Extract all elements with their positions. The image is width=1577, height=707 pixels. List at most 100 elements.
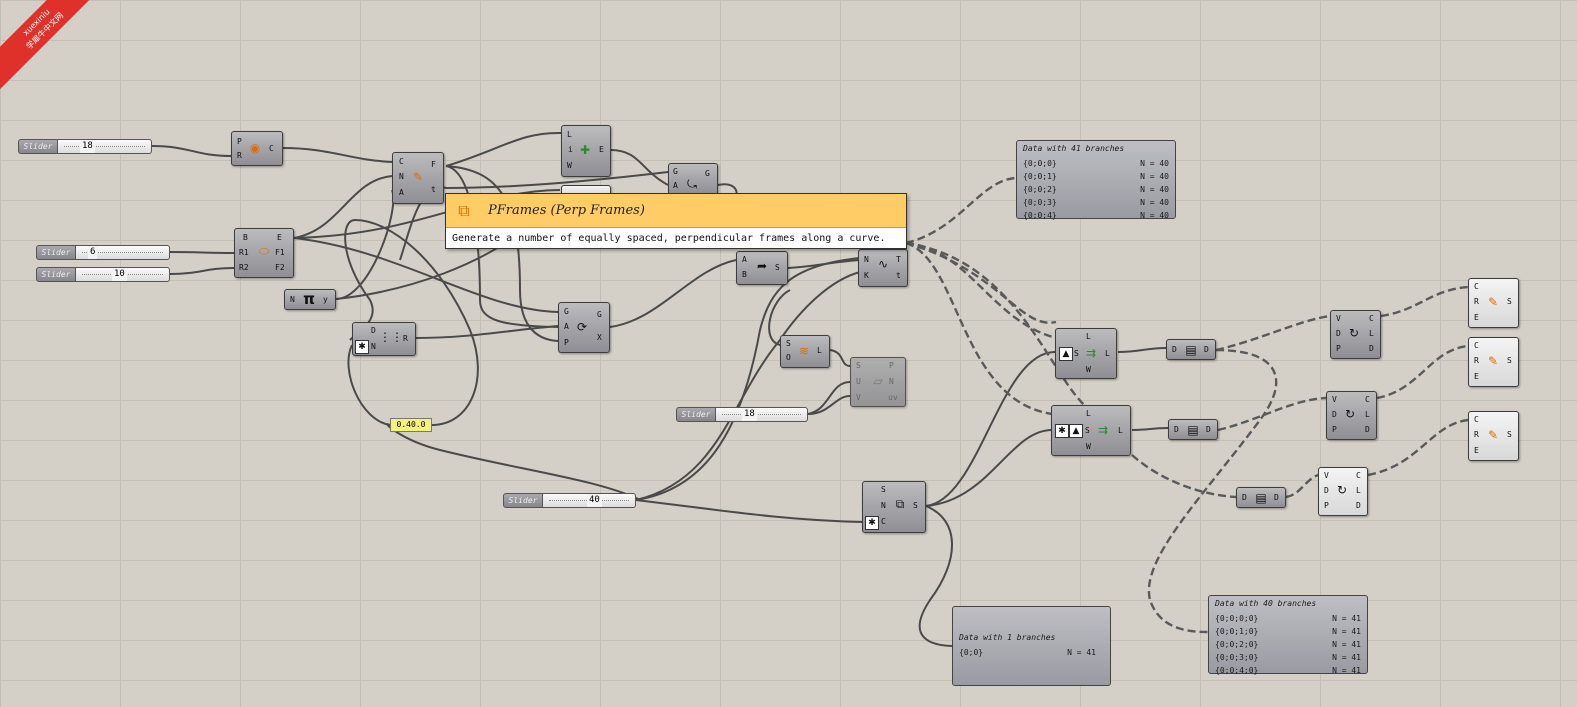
output-pin: D: [1274, 493, 1279, 502]
pframes-component[interactable]: C N A ✎ F t: [392, 152, 444, 204]
output-pin: y: [323, 295, 328, 304]
output-pin: L: [1118, 426, 1123, 435]
input-pin: V: [856, 393, 861, 402]
loft-component-2[interactable]: L ✱ ▲ S W ⇉ L: [1051, 405, 1131, 456]
pipe-icon: ✎: [1487, 428, 1499, 442]
input-pin: N: [864, 255, 869, 264]
orient-component[interactable]: G A ⤿ G: [668, 163, 718, 195]
output-pin: L: [1369, 329, 1374, 338]
input-pin: R1: [239, 248, 249, 257]
input-pin: C: [399, 157, 404, 166]
input-pin: N: [290, 295, 295, 304]
slider-track[interactable]: 18: [716, 407, 808, 422]
series-component[interactable]: D N ✱ ⋮⋮ R: [352, 322, 416, 356]
data-panel-40-branches[interactable]: Data with 40 branches {0;0;0;0}N = 41 {0…: [1208, 595, 1368, 675]
number-slider-1[interactable]: Slider 18: [18, 139, 152, 154]
number-slider-3[interactable]: Slider 10: [36, 267, 170, 282]
input-pin: G: [564, 307, 569, 316]
branch-path: {0;0;1}: [1023, 172, 1057, 181]
sweep-icon: ➦: [756, 259, 768, 273]
output-pin: uv: [888, 393, 898, 402]
branch-path: {0;0;2}: [1023, 185, 1057, 194]
data-panel-1-branch[interactable]: Data with 1 branches {0;0}N = 41: [952, 606, 1111, 686]
data-panel-41-branches[interactable]: Data with 41 branches {0;0;0}N = 40 {0;0…: [1016, 140, 1176, 220]
branch-path: {0;0}: [959, 648, 984, 657]
input-pin: W: [567, 161, 572, 170]
slider-track[interactable]: 6: [76, 245, 170, 260]
pipe-component-2[interactable]: C R E ✎ S: [1468, 337, 1519, 387]
input-pin: V: [1324, 471, 1329, 480]
branch-path: {0;0;4}: [1023, 211, 1057, 220]
output-pin: L: [1105, 349, 1110, 358]
pi-component[interactable]: N π y: [284, 289, 336, 310]
input-pin: D: [1242, 493, 1247, 502]
ellipse-component[interactable]: B R1 R2 ⬭ E F1 F2: [234, 228, 294, 278]
panel-row: {0;0;0}N = 40: [1023, 157, 1169, 170]
ellipse-icon: ⬭: [258, 244, 270, 258]
revolve-component-2[interactable]: V D P ↻ C L D: [1326, 391, 1377, 440]
slider-value: 18: [80, 140, 95, 153]
input-pin: E: [1474, 372, 1479, 381]
output-pin: L: [1356, 486, 1361, 495]
slider-track[interactable]: 18: [58, 139, 152, 154]
input-pin: N: [371, 342, 376, 351]
panel-row: {0;0;1;0}N = 41: [1215, 625, 1361, 638]
sweep-component[interactable]: A B ➦ S: [736, 251, 788, 285]
input-pin: i: [568, 145, 573, 154]
curve-icon: ∿: [877, 257, 889, 271]
output-pin: X: [597, 333, 602, 342]
number-slider-2[interactable]: Slider 6: [36, 245, 170, 260]
rotate-component[interactable]: G A P ⟳ G X: [558, 302, 610, 353]
pipe-icon: ✎: [1487, 295, 1499, 309]
disabled-component[interactable]: S U V ▱ P N uv: [850, 357, 906, 407]
slider-track[interactable]: 40: [543, 493, 636, 508]
input-pin: D: [1336, 329, 1341, 338]
revolve-icon: ↻: [1348, 326, 1360, 340]
input-pin: A: [564, 322, 569, 331]
flatten-component-1[interactable]: D ▤ D: [1166, 339, 1216, 360]
input-pin: C: [881, 517, 886, 526]
slider-track[interactable]: 10: [76, 267, 170, 282]
stack-component[interactable]: S O ≋ L: [780, 335, 830, 368]
input-pin: S: [1085, 426, 1090, 435]
flip-icon: ⧉: [895, 497, 905, 511]
revolve-component-1[interactable]: V D P ↻ C L D: [1330, 310, 1381, 359]
slider-label: Slider: [503, 493, 543, 508]
circle-component[interactable]: P R ◉ C: [231, 131, 283, 166]
input-pin: V: [1336, 314, 1341, 323]
flatten-component-3[interactable]: D ▤ D: [1236, 487, 1286, 508]
pipe-component-3[interactable]: C R E ✎ S: [1468, 411, 1519, 461]
revolve-component-3[interactable]: V D P ↻ C L D: [1318, 467, 1368, 516]
output-pin: S: [913, 501, 918, 510]
input-pin: D: [371, 326, 376, 335]
output-pin: F: [431, 160, 436, 169]
loft-icon: ⇉: [1085, 346, 1097, 360]
input-pin: V: [1332, 395, 1337, 404]
pipe-component-1[interactable]: C R E ✎ S: [1468, 278, 1519, 328]
input-pin: B: [243, 233, 248, 242]
series-icon: ⋮⋮: [379, 330, 403, 344]
input-pin: S: [786, 339, 791, 348]
output-pin: C: [269, 144, 274, 153]
move-icon: ✚: [579, 143, 591, 157]
pipe-icon: ✎: [1487, 354, 1499, 368]
branch-count: N = 40: [1140, 185, 1169, 194]
branch-path: {0;0;3;0}: [1215, 653, 1259, 662]
flip-component[interactable]: S N ✱ C ⧉ S: [862, 481, 926, 533]
output-pin: t: [431, 185, 436, 194]
number-slider-4[interactable]: Slider 18: [676, 407, 808, 422]
value-parameter[interactable]: 0.40.0: [390, 418, 432, 432]
output-pin: T: [896, 255, 901, 264]
graft-icon: ✱: [865, 516, 879, 530]
flatten-component-2[interactable]: D ▤ D: [1168, 419, 1218, 440]
interpolate-curve-component[interactable]: N K ∿ T t: [858, 249, 908, 287]
number-slider-5[interactable]: Slider 40: [503, 493, 636, 508]
input-pin: W: [1086, 442, 1091, 451]
move-component[interactable]: L i W ✚ E: [561, 125, 611, 177]
pi-icon: π: [303, 290, 315, 308]
input-pin: S: [856, 361, 861, 370]
output-pin: D: [1204, 345, 1209, 354]
loft-component-1[interactable]: L ▲ S W ⇉ L: [1055, 328, 1117, 379]
